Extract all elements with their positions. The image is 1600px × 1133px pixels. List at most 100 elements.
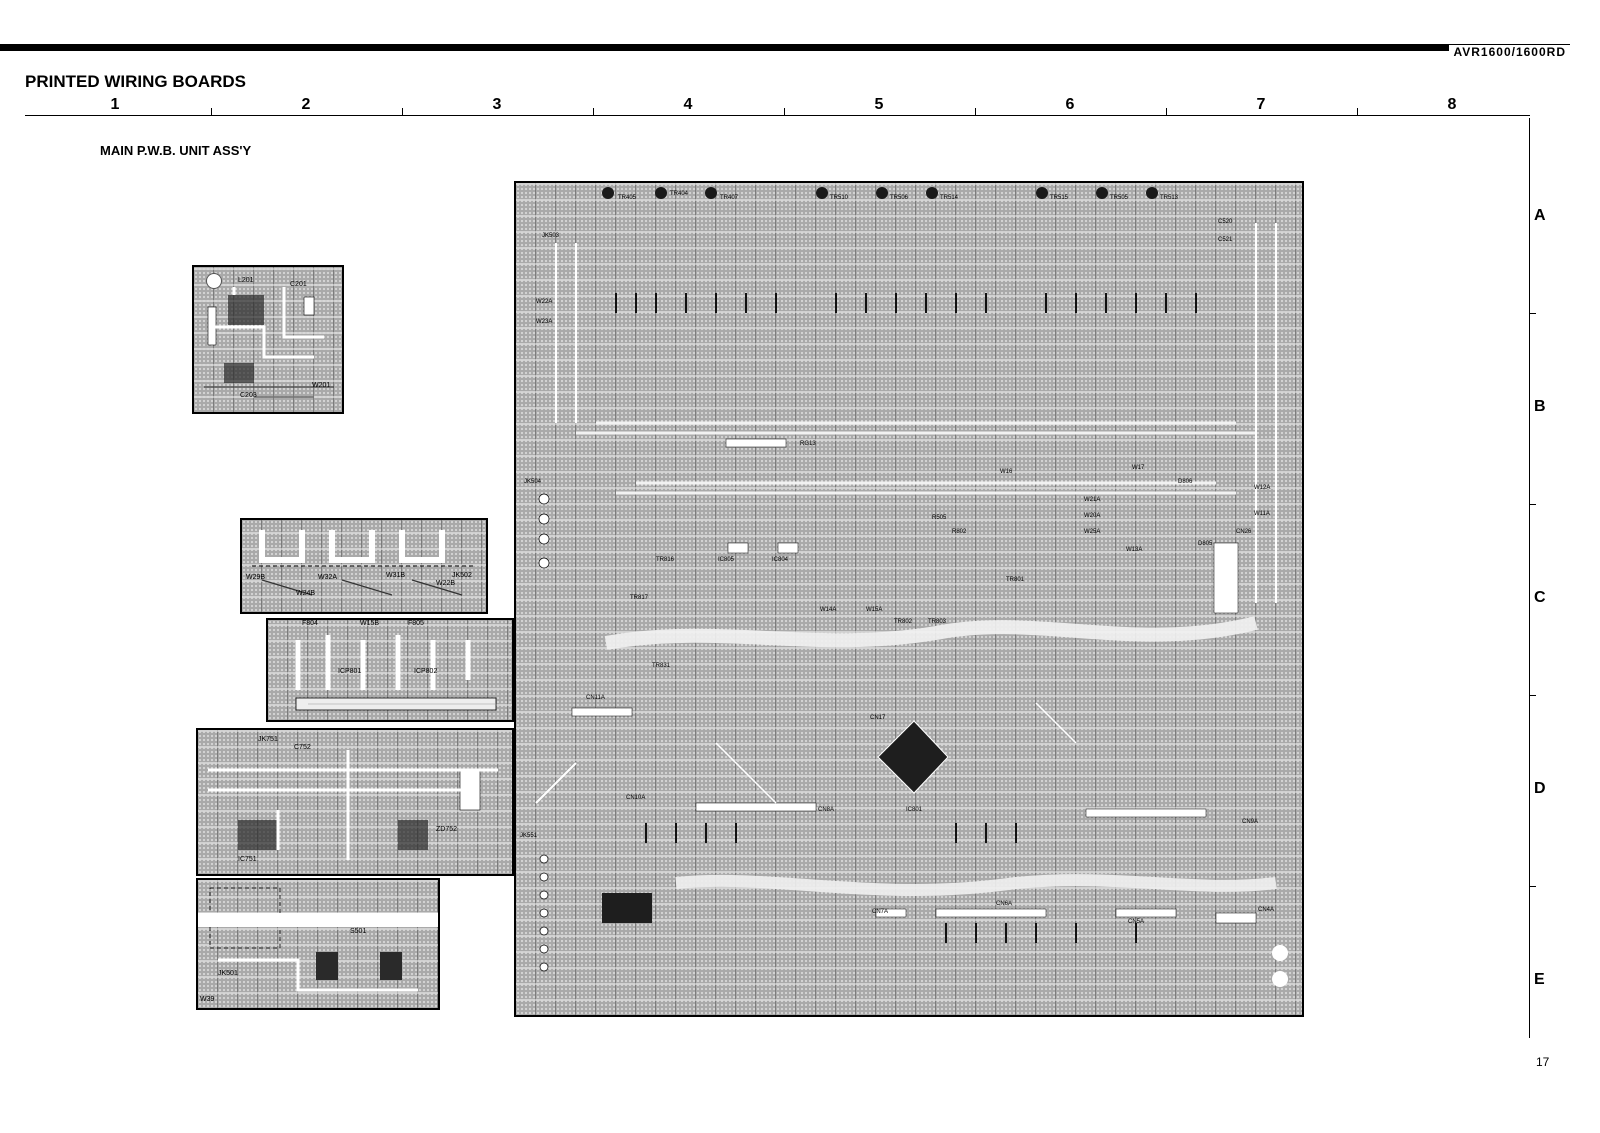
row-label-B: B <box>1534 398 1546 415</box>
label-s501: S501 <box>350 928 367 935</box>
label-w201: W201 <box>312 382 331 389</box>
sub-board-bottom: S501 JK501 W39 <box>196 878 440 1010</box>
column-tick <box>592 108 594 115</box>
label-w15b: W15B <box>360 620 380 627</box>
label-tr405: TR405 <box>618 195 637 201</box>
label-w22a: W22A <box>536 299 553 305</box>
sub-board-video: JK751 C752 IC751 ZD752 <box>196 728 514 876</box>
label-w12a: W12A <box>1254 485 1271 491</box>
sub-board-jack: W29B W24B W32A W31B W22B JK502 <box>240 518 488 614</box>
label-r802: R802 <box>952 529 967 535</box>
column-tick <box>1356 108 1358 115</box>
label-cn7a: CN7A <box>872 909 889 915</box>
sub-board-fuse-traces <box>295 635 497 711</box>
label-w31b: W31B <box>386 572 406 579</box>
row-tick <box>1529 694 1536 696</box>
label-tr803: TR803 <box>928 619 947 625</box>
row-ruler <box>1529 118 1530 1038</box>
label-w25a: W25A <box>1084 529 1101 535</box>
page-number: 17 <box>1536 1055 1550 1069</box>
label-tr404: TR404 <box>670 191 689 197</box>
label-tr817: TR817 <box>630 595 649 601</box>
sub-board-top-traces <box>204 287 334 398</box>
column-tick <box>401 108 403 115</box>
label-w21a: W21A <box>1084 497 1101 503</box>
label-icp801: ICP801 <box>338 668 362 675</box>
row-tick <box>1529 312 1536 314</box>
column-label-7: 7 <box>1256 96 1266 113</box>
label-c752: C752 <box>294 744 311 751</box>
label-c201: C201 <box>290 281 307 288</box>
label-tr506: TR506 <box>890 195 909 201</box>
label-c203: C203 <box>240 392 257 399</box>
column-label-4: 4 <box>683 96 693 113</box>
label-c520: C520 <box>1218 219 1233 225</box>
label-tr510: TR510 <box>830 195 849 201</box>
label-ic804: IC804 <box>772 557 789 563</box>
label-l201: L201 <box>238 277 254 284</box>
label-tr801: TR801 <box>1006 577 1025 583</box>
header-rule <box>0 44 1570 51</box>
label-cn5a: CN5A <box>1128 919 1145 925</box>
label-f805: F805 <box>408 620 424 627</box>
label-cn26: CN26 <box>1236 529 1252 535</box>
row-label-D: D <box>1534 780 1546 797</box>
label-f804: F804 <box>302 620 318 627</box>
row-tick <box>1529 503 1536 505</box>
label-jk751: JK751 <box>258 736 278 743</box>
column-label-5: 5 <box>874 96 884 113</box>
mounting-hole <box>206 273 222 289</box>
column-tick <box>210 108 212 115</box>
label-cn11a: CN11A <box>586 695 605 701</box>
label-w11a: W11A <box>1254 511 1270 517</box>
label-zd752: ZD752 <box>436 826 458 833</box>
row-label-A: A <box>1534 207 1546 224</box>
label-tr505: TR505 <box>1110 195 1129 201</box>
label-w16: W16 <box>1000 469 1013 475</box>
label-rg13: RG13 <box>800 441 816 447</box>
sub-board-jack-traces <box>252 530 476 596</box>
row-tick <box>1529 885 1536 887</box>
label-w24b: W24B <box>296 590 316 597</box>
label-d805: D805 <box>1198 541 1213 547</box>
label-jk502: JK502 <box>452 572 472 579</box>
sub-board-video-traces <box>208 750 498 860</box>
label-cn10a: CN10A <box>626 795 646 801</box>
label-tr831: TR831 <box>652 663 671 669</box>
label-w13a: W13A <box>1126 547 1143 553</box>
label-tr515: TR515 <box>1050 195 1069 201</box>
model-number: AVR1600/1600RD <box>1449 45 1570 59</box>
label-tr513: TR513 <box>1160 195 1179 201</box>
column-label-3: 3 <box>492 96 502 113</box>
column-label-6: 6 <box>1065 96 1075 113</box>
column-tick <box>783 108 785 115</box>
label-w29b: W29B <box>246 574 266 581</box>
label-tr802: TR802 <box>894 619 913 625</box>
label-cn6a: CN6A <box>996 901 1013 907</box>
label-tr514: TR514 <box>940 195 959 201</box>
sub-board-top: L201 C201 C203 W201 <box>192 265 344 414</box>
label-w23a: W23A <box>536 319 553 325</box>
board-title: MAIN P.W.B. UNIT ASS'Y <box>100 143 252 158</box>
label-jk551: JK551 <box>520 833 538 839</box>
label-cn4a: CN4A <box>1258 907 1275 913</box>
label-jk503: JK503 <box>542 233 560 239</box>
label-icp802: ICP802 <box>414 668 438 675</box>
label-cn8a: CN8A <box>818 807 835 813</box>
main-board-traces <box>535 187 1288 987</box>
label-w17: W17 <box>1132 465 1145 471</box>
column-label-8: 8 <box>1447 96 1457 113</box>
row-label-E: E <box>1534 971 1545 988</box>
page-title: PRINTED WIRING BOARDS <box>25 72 246 91</box>
row-label-C: C <box>1534 589 1546 606</box>
column-tick <box>1165 108 1167 115</box>
column-label-2: 2 <box>301 96 311 113</box>
column-ruler <box>25 115 1530 116</box>
label-w14a: W14A <box>820 607 837 613</box>
column-tick <box>974 108 976 115</box>
label-r505: R505 <box>932 515 947 521</box>
label-tr816: TR816 <box>656 557 675 563</box>
label-w32a: W32A <box>318 574 338 581</box>
label-w20a: W20A <box>1084 513 1101 519</box>
label-w39: W39 <box>200 996 215 1003</box>
